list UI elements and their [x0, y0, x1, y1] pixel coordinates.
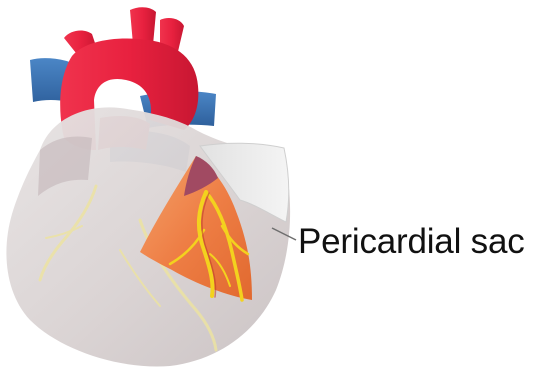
pericardial-sac-label: Pericardial sac: [298, 222, 525, 262]
